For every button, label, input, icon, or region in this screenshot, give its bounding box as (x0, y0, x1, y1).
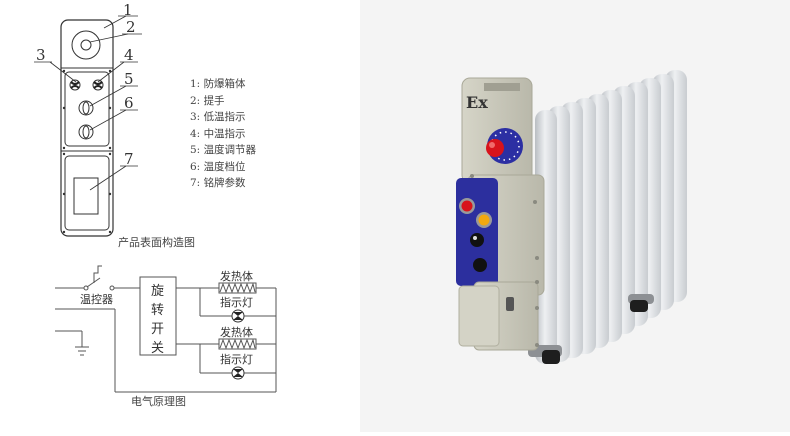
diagram-panel: 1 2 3 4 5 6 7 (0, 0, 360, 432)
legend-item: 2: 提手 (190, 94, 225, 107)
rotary-switch-char: 旋 (151, 284, 164, 299)
structure-caption: 产品表面构造图 (118, 236, 195, 249)
red-knob-icon (486, 139, 504, 157)
legend: 1: 防爆箱体 2: 提手 3: 低温指示 4: 中温指示 5: 温度调节器 6… (190, 76, 256, 192)
low-temp-indicator-icon (461, 200, 473, 212)
circuit-caption: 电气原理图 (131, 395, 186, 408)
heater-label: 发热体 (220, 325, 253, 339)
explosion-proof-housing: Ex (456, 77, 545, 351)
legend-item: 1: 防爆箱体 (190, 78, 246, 90)
heater-label: 发热体 (220, 269, 253, 283)
gear-selector-knob-icon (473, 258, 487, 272)
circuit-wires (55, 265, 277, 393)
legend-item: 5: 温度调节器 (190, 144, 257, 156)
indicator-label: 指示灯 (220, 295, 253, 309)
callout-4: 4 (124, 46, 134, 64)
legend-item: 3: 低温指示 (190, 111, 246, 123)
product-photo: Ex (360, 0, 790, 432)
legend-item: 4: 中温指示 (190, 127, 246, 140)
temperature-knob-icon (470, 233, 484, 247)
callout-3: 3 (36, 46, 46, 64)
rotary-switch-char: 转 (151, 303, 164, 318)
callout-5: 5 (124, 70, 134, 88)
structure-diagram: 1 2 3 4 5 6 7 (34, 1, 277, 393)
heater-illustration: Ex (456, 70, 687, 364)
legend-item: 7: 铭牌参数 (190, 177, 246, 189)
rotary-switch-char: 开 (151, 322, 164, 337)
cable-gland-icon (506, 297, 514, 311)
legend-item: 6: 温度档位 (190, 160, 246, 173)
thermostat-label: 温控器 (80, 292, 113, 306)
mid-temp-indicator-icon (478, 214, 490, 226)
rotary-switch-char: 关 (151, 341, 164, 356)
callout-2: 2 (126, 18, 136, 36)
callout-1: 1 (123, 1, 133, 19)
ex-mark: Ex (466, 93, 488, 112)
callout-7: 7 (124, 150, 134, 168)
indicator-label: 指示灯 (220, 352, 253, 366)
radiator-fins (535, 70, 687, 364)
indicator-lamp-symbol (231, 309, 245, 380)
callout-6: 6 (124, 94, 134, 112)
